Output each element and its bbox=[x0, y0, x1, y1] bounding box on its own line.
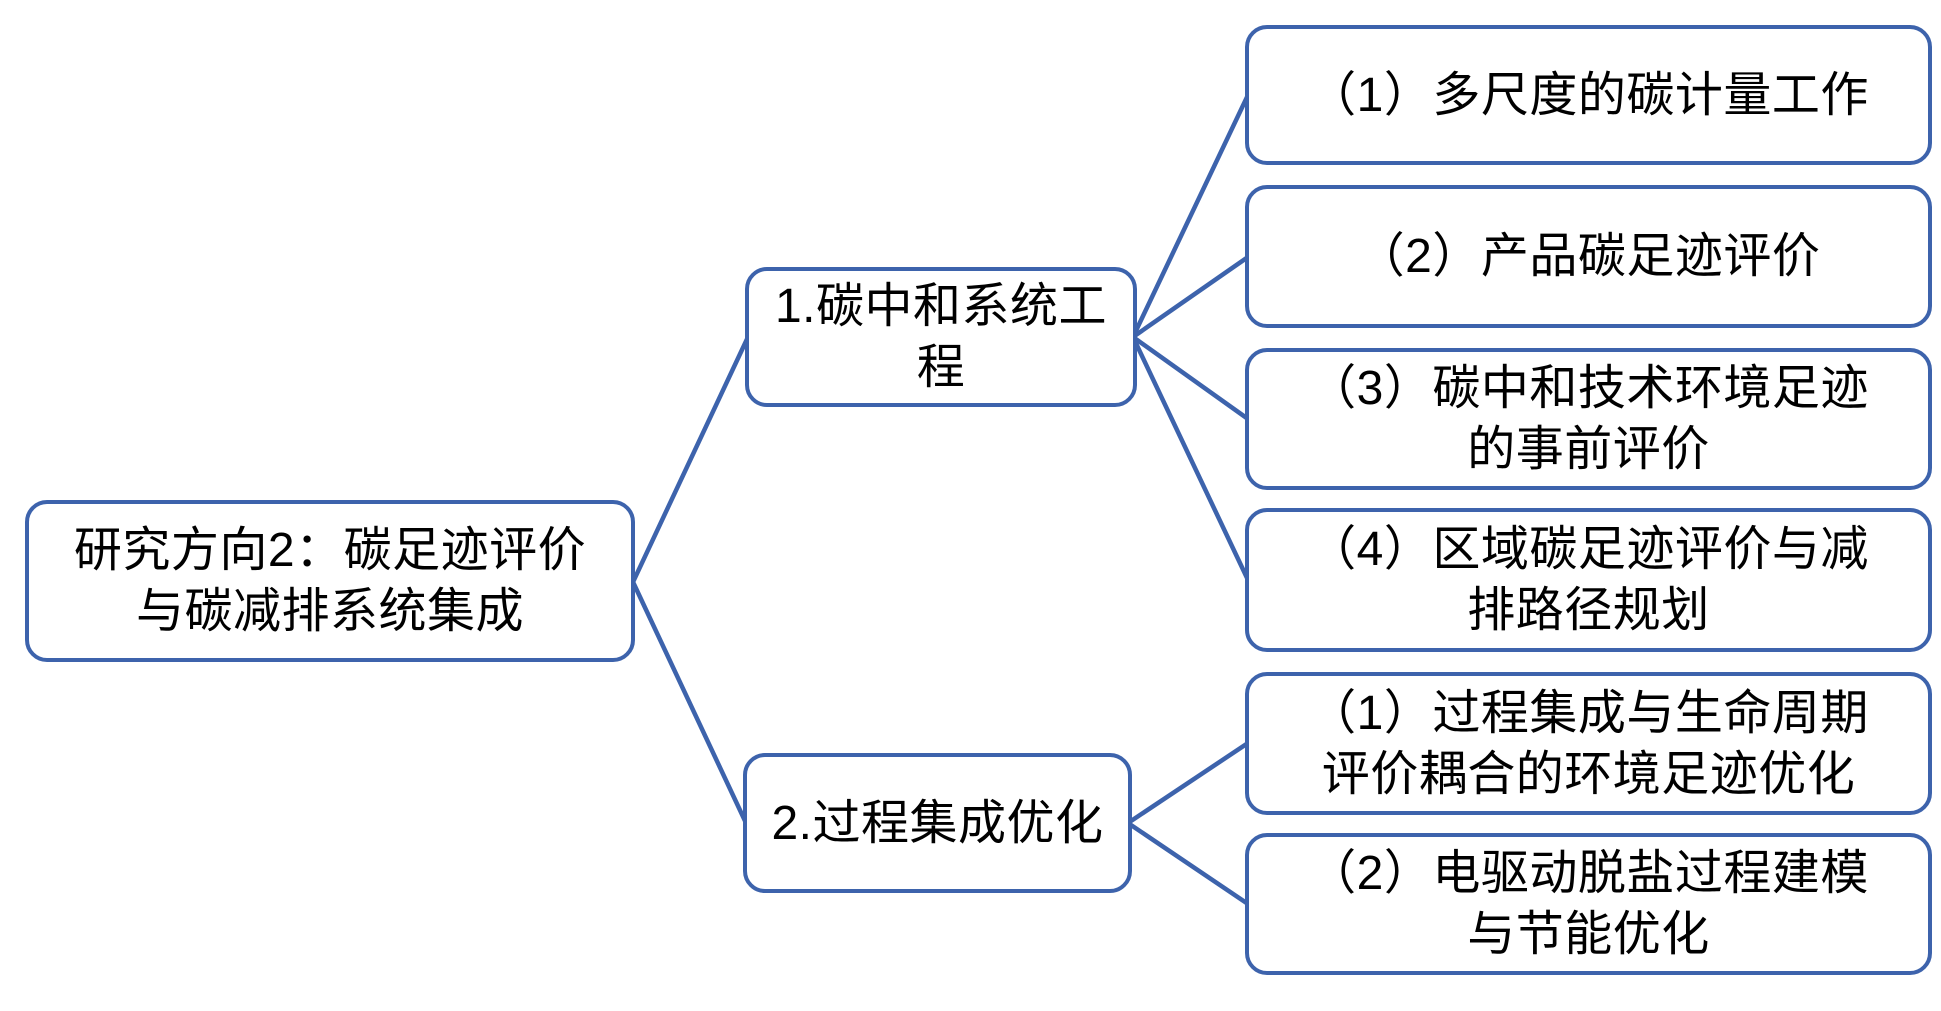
node-leaf6-text-line1: （2）电驱动脱盐过程建模 bbox=[1308, 847, 1869, 900]
node-leaf-regional-footprint-pathways: （4）区域碳足迹评价与减 排路径规划 bbox=[1245, 508, 1932, 652]
node-branch1-text-line1: 1.碳中和系统工 bbox=[774, 280, 1108, 333]
node-root: 研究方向2：碳足迹评价 与碳减排系统集成 bbox=[25, 500, 635, 662]
node-root-text-line2: 与碳减排系统集成 bbox=[135, 585, 524, 638]
node-leaf-ex-ante-footprint-assessment: （3）碳中和技术环境足迹 的事前评价 bbox=[1245, 348, 1932, 490]
node-leaf6-text-line2: 与节能优化 bbox=[1467, 908, 1710, 961]
node-leaf3-text-line1: （3）碳中和技术环境足迹 bbox=[1308, 362, 1869, 415]
node-branch-process-integration: 2.过程集成优化 bbox=[743, 753, 1132, 893]
node-leaf4-text-line1: （4）区域碳足迹评价与减 bbox=[1308, 523, 1869, 576]
connector-root-branch2 bbox=[630, 579, 749, 826]
node-branch-carbon-neutral-systems: 1.碳中和系统工 程 bbox=[745, 267, 1137, 407]
node-leaf2-text-line1: （2）产品碳足迹评价 bbox=[1356, 230, 1821, 283]
connector-root-branch1 bbox=[630, 334, 751, 585]
node-leaf3-text-line2: 的事前评价 bbox=[1467, 423, 1710, 476]
node-leaf4-text-line2: 排路径规划 bbox=[1467, 584, 1710, 637]
node-leaf5-text-line2: 评价耦合的环境足迹优化 bbox=[1321, 747, 1856, 801]
node-leaf5-text-line1: （1）过程集成与生命周期 bbox=[1308, 686, 1869, 740]
node-leaf-lca-coupled-footprint-optimization: （1）过程集成与生命周期 评价耦合的环境足迹优化 bbox=[1245, 672, 1932, 815]
connector-branch1-leaf2 bbox=[1130, 254, 1251, 340]
node-leaf-electrodesalination-modeling: （2）电驱动脱盐过程建模 与节能优化 bbox=[1245, 833, 1932, 975]
node-root-text-line1: 研究方向2：碳足迹评价 bbox=[73, 524, 587, 577]
connector-branch2-leaf5 bbox=[1125, 740, 1251, 826]
node-leaf-multiscale-carbon-accounting: （1）多尺度的碳计量工作 bbox=[1245, 25, 1932, 165]
node-leaf1-text-line1: （1）多尺度的碳计量工作 bbox=[1308, 68, 1869, 122]
node-branch1-text-line2: 程 bbox=[916, 341, 966, 394]
connector-branch1-leaf1 bbox=[1130, 92, 1251, 340]
connector-branch1-leaf4 bbox=[1130, 334, 1251, 583]
connector-branch1-leaf3 bbox=[1130, 334, 1251, 422]
connector-branch2-leaf6 bbox=[1125, 820, 1251, 907]
node-leaf-product-carbon-footprint: （2）产品碳足迹评价 bbox=[1245, 185, 1932, 328]
node-branch2-text-line1: 2.过程集成优化 bbox=[771, 796, 1104, 850]
